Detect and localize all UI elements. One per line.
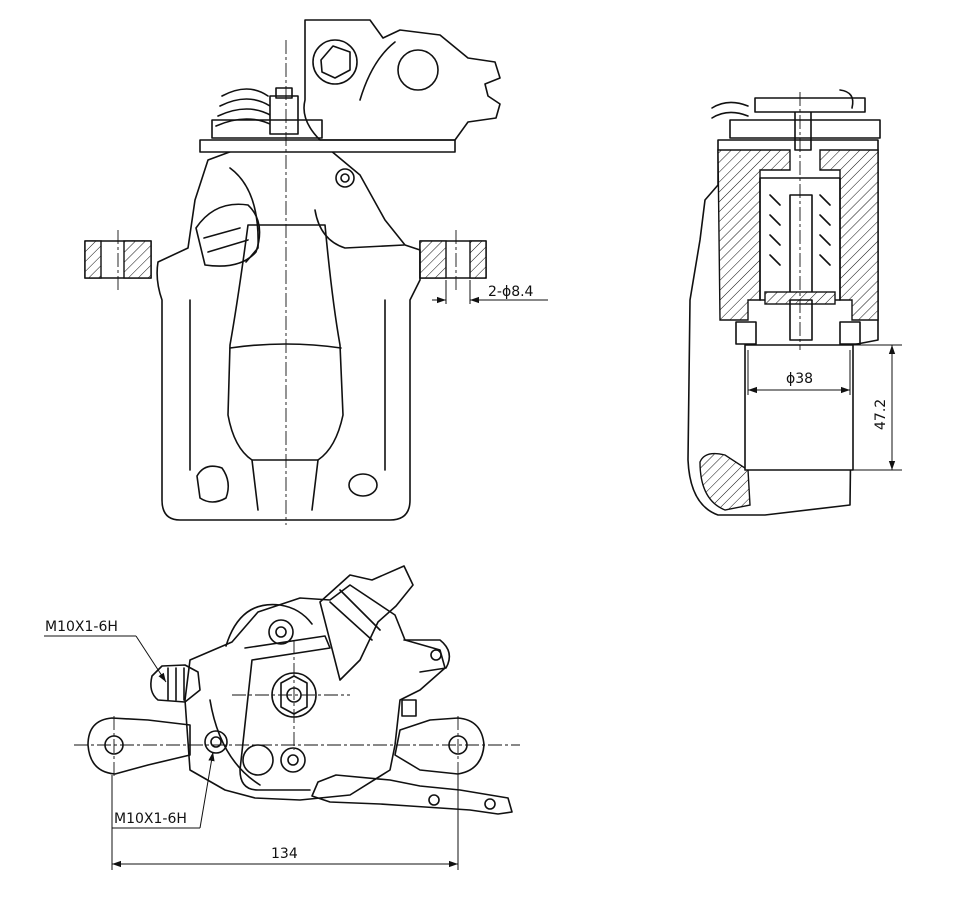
plan-handbrake-lever bbox=[319, 565, 414, 681]
bore-height-label: 47.2 bbox=[873, 399, 889, 430]
hole-spec-label: 2-ϕ8.4 bbox=[488, 284, 534, 300]
thread-label-lower: M10X1-6H bbox=[114, 811, 187, 827]
piston-bore bbox=[227, 224, 344, 461]
plan-lower-plate bbox=[311, 774, 513, 815]
bore-diameter-label: ϕ38 bbox=[786, 371, 813, 387]
section-bore bbox=[744, 344, 854, 471]
front-view: 2-ϕ8.4 bbox=[84, 19, 548, 525]
section-view: ϕ38 47.2 bbox=[687, 89, 902, 516]
return-spring bbox=[215, 88, 275, 127]
plan-body bbox=[184, 584, 446, 801]
caliper-body bbox=[156, 149, 421, 521]
inlet-fitting bbox=[150, 664, 201, 703]
right-lug bbox=[394, 717, 485, 775]
plan-view: M10X1-6H M10X1-6H 134 bbox=[44, 565, 520, 870]
thread-label-upper: M10X1-6H bbox=[45, 619, 118, 635]
handbrake-lever bbox=[303, 19, 501, 141]
left-lug bbox=[87, 717, 191, 775]
plan-spring bbox=[239, 635, 331, 791]
overall-width-label: 134 bbox=[271, 846, 298, 862]
